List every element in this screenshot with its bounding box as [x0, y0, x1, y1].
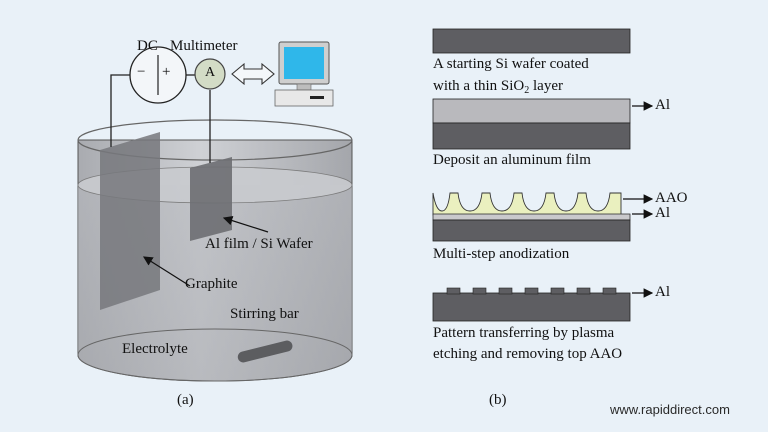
- graphite-electrode: [100, 132, 160, 310]
- caption-b: (b): [489, 392, 507, 408]
- multimeter-label: Multimeter: [170, 38, 238, 54]
- step3-al-layer-label: Al: [655, 205, 670, 221]
- dc-minus-sign: −: [137, 64, 146, 80]
- step2-al-layer-label: Al: [655, 97, 670, 113]
- electrolyte-label: Electrolyte: [122, 341, 188, 357]
- caption-a: (a): [177, 392, 194, 408]
- al-si-wafer-electrode: [190, 157, 232, 241]
- step1-caption-line1: A starting Si wafer coated: [433, 56, 589, 72]
- step3-aao-layer-label: AAO: [655, 190, 688, 206]
- step1-caption-line2: with a thin SiO2 layer: [433, 78, 563, 96]
- step3-caption: Multi-step anodization: [433, 246, 570, 262]
- data-link-arrow: [231, 62, 275, 86]
- process-steps-figure: [432, 28, 654, 322]
- dc-power-source: [129, 46, 187, 104]
- anodization-setup-figure: [77, 41, 353, 382]
- step2-al-film: [432, 98, 631, 124]
- dc-plus-sign: +: [162, 64, 171, 80]
- watermark-url: www.rapiddirect.com: [610, 402, 730, 417]
- ammeter-symbol: A: [205, 65, 216, 80]
- step4-caption-line2: etching and removing top AAO: [433, 346, 623, 362]
- circuit-wires: [110, 74, 211, 163]
- step2-si-wafer: [432, 122, 631, 150]
- monitor-screen: [284, 47, 324, 79]
- ammeter: [194, 58, 226, 90]
- dc-label: DC: [137, 38, 158, 54]
- computer-icon: [274, 41, 334, 107]
- step4-caption-line1: Pattern transferring by plasma: [433, 325, 615, 341]
- step4-al-layer-label: Al: [655, 284, 670, 300]
- step1-si-wafer: [432, 28, 631, 54]
- beaker-rim: [77, 119, 353, 161]
- step3-al-layer: [432, 213, 631, 221]
- step2-caption: Deposit an aluminum film: [433, 152, 591, 168]
- stirring-bar: [237, 340, 293, 363]
- stirring-bar-label: Stirring bar: [230, 306, 299, 322]
- label-arrows: [142, 215, 269, 287]
- step3-si-wafer: [432, 219, 631, 242]
- step4-patterned-wafer: [432, 287, 631, 322]
- graphite-label: Graphite: [185, 276, 238, 292]
- al-film-label: Al film / Si Wafer: [205, 236, 313, 252]
- step3-aao-layer: [432, 192, 622, 216]
